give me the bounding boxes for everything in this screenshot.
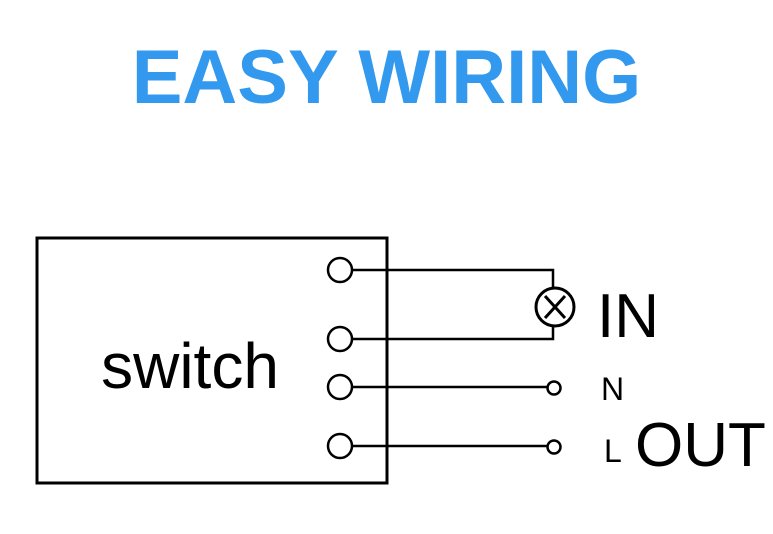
label-in: IN bbox=[597, 282, 659, 351]
terminal-l bbox=[546, 439, 562, 455]
terminal-n bbox=[546, 380, 562, 396]
terminal-2 bbox=[326, 325, 354, 353]
lamp-cross-2 bbox=[543, 294, 567, 320]
switch-label: switch bbox=[101, 330, 279, 402]
terminal-3 bbox=[326, 373, 354, 401]
terminal-1 bbox=[326, 256, 354, 284]
output-terminals bbox=[546, 380, 562, 455]
wires bbox=[352, 268, 555, 448]
label-out: OUT bbox=[635, 411, 766, 480]
wire-2 bbox=[352, 325, 555, 341]
terminal-4 bbox=[326, 432, 354, 460]
switch-terminals bbox=[326, 256, 354, 460]
label-n: N bbox=[601, 371, 624, 407]
switch-box bbox=[35, 236, 389, 485]
wire-1 bbox=[352, 268, 555, 289]
page-title: EASY WIRING bbox=[131, 35, 642, 120]
label-l: L bbox=[604, 433, 622, 469]
lamp-symbol bbox=[534, 286, 576, 328]
